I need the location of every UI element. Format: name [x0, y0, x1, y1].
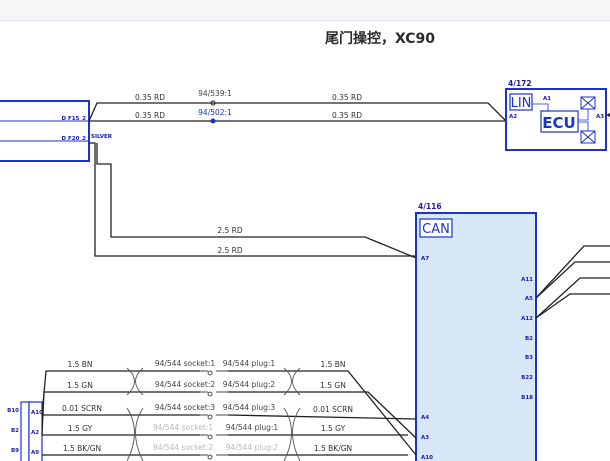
ecu-pin-a1: A1	[543, 96, 551, 102]
can-pin-a5: A5	[525, 296, 533, 302]
bottom-wire-2-left	[41, 391, 200, 436]
can-pin-b18: B18	[521, 395, 533, 401]
bottom-wire-3-right-label: 0.01 SCRN	[313, 405, 353, 414]
wire-top-2-right-label: 0.35 RD	[332, 111, 362, 120]
bl-pin-a2: A2	[31, 430, 39, 436]
can-out-wire	[535, 293, 610, 319]
top-toolbar-strip	[0, 0, 610, 21]
bottom-wire-2-plug: 94/544 plug:2	[223, 380, 276, 389]
splice-open-dot	[210, 100, 216, 106]
bl-pin-a10: A10	[31, 410, 43, 416]
can-pin-a7: A7	[421, 256, 429, 262]
bottom-wire-2-left-label: 1.5 GN	[67, 381, 93, 390]
can-pin-a3: A3	[421, 435, 429, 441]
bottom-wire-4-socket: 94/544 socket:1	[153, 423, 214, 432]
can-label: CAN	[422, 222, 450, 237]
can-module	[415, 212, 537, 461]
wire-top-1-left-label: 0.35 RD	[135, 93, 165, 102]
ecu-pin-a2: A2	[509, 114, 517, 120]
power-wire-2-label: 2.5 RD	[217, 246, 243, 255]
can-out-wire	[535, 261, 610, 299]
bl-pin-a9: A9	[31, 450, 39, 456]
ecu-badge	[540, 110, 579, 133]
twisted-pair-symbol	[283, 407, 301, 461]
ecu-ref: 4/172	[508, 79, 532, 88]
bottom-wire-3-socket: 94/544 socket:3	[155, 403, 216, 412]
wire-top-1-splice-label: 94/539:1	[198, 89, 232, 98]
bottom-wire-1-socket: 94/544 socket:1	[155, 359, 216, 368]
bl-pin-b10: B10	[7, 408, 19, 414]
twisted-pair-symbol	[126, 407, 144, 461]
left-connector-block	[0, 100, 90, 162]
bottom-wire-3-plug: 94/544 plug:3	[223, 403, 276, 412]
bl-pin-b9: B9	[11, 448, 19, 454]
bottom-wire-5-right-label: 1.5 BK/GN	[314, 444, 352, 453]
bl-pin-b2: B2	[11, 428, 19, 434]
left-connector-pin-2: D F20_2	[62, 136, 87, 142]
bottom-wire-4-left-label: 1.5 GY	[68, 424, 93, 433]
ecu-pin-a3: A3	[596, 114, 604, 120]
left-connector-pin-1: D F15_2	[62, 116, 87, 122]
ecu-component-cross	[580, 130, 596, 144]
bottom-wire-4-plug: 94/544 plug:1	[226, 423, 279, 432]
wire-top-2-left-label: 0.35 RD	[135, 111, 165, 120]
power-wire-1-label: 2.5 RD	[217, 226, 243, 235]
can-out-wire	[535, 245, 610, 299]
twisted-pair-symbol	[126, 367, 144, 396]
twisted-pair-symbol	[283, 367, 301, 396]
bottom-wire-5-plug: 94/544 plug:2	[226, 443, 279, 452]
ecu-internal-wiring	[578, 109, 589, 131]
wire-top-2-splice-label: 94/502:1	[198, 108, 232, 117]
bottom-wire-2-socket: 94/544 socket:2	[155, 380, 216, 389]
can-badge	[419, 218, 453, 238]
page-title: 尾门操控，XC90	[324, 31, 436, 47]
lin-badge	[509, 93, 533, 111]
lin-label: LIN	[511, 96, 532, 111]
bottom-wire-3-right	[227, 414, 417, 420]
can-pin-b2: B2	[525, 336, 533, 342]
socket-plug-symbols	[200, 370, 228, 460]
splice-dot	[210, 118, 216, 124]
wire-top-1	[88, 102, 507, 122]
can-pin-b3: B3	[525, 355, 533, 361]
can-out-wire	[535, 277, 610, 319]
can-module-ref: 4/116	[418, 202, 442, 211]
can-pin-a10: A10	[421, 455, 433, 461]
bottom-wire-3-left-label: 0.01 SCRN	[62, 404, 102, 413]
bottom-wire-1-right-label: 1.5 BN	[320, 360, 345, 369]
bottom-wire-1-left-label: 1.5 BN	[67, 360, 92, 369]
wire-top-1-right-label: 0.35 RD	[332, 93, 362, 102]
bottom-wire-1-right	[228, 370, 417, 456]
ecu-internal-wiring	[532, 103, 549, 111]
bottom-wire-5-socket: 94/544 socket:2	[153, 443, 214, 452]
can-pin-b22: B22	[521, 375, 533, 381]
power-wire-2	[89, 142, 416, 257]
bottom-wire-5-left-label: 1.5 BK/GN	[63, 444, 101, 453]
can-pin-a11: A11	[521, 277, 533, 283]
bottom-wire-2-right	[228, 391, 417, 439]
bottom-wire-2-right-label: 1.5 GN	[320, 381, 346, 390]
bottom-wire-4-right-label: 1.5 GY	[321, 424, 346, 433]
bottom-left-connector	[20, 401, 30, 461]
ecu-component-cross	[580, 96, 596, 110]
can-pin-a12: A12	[521, 316, 533, 322]
ecu-label: ECU	[542, 114, 575, 132]
bottom-wire-1-plug: 94/544 plug:1	[223, 359, 276, 368]
can-pin-a4: A4	[421, 415, 429, 421]
silver-label: SILVER	[91, 134, 113, 140]
ecu-right-arrow	[606, 113, 610, 117]
power-wire-1	[96, 143, 417, 259]
